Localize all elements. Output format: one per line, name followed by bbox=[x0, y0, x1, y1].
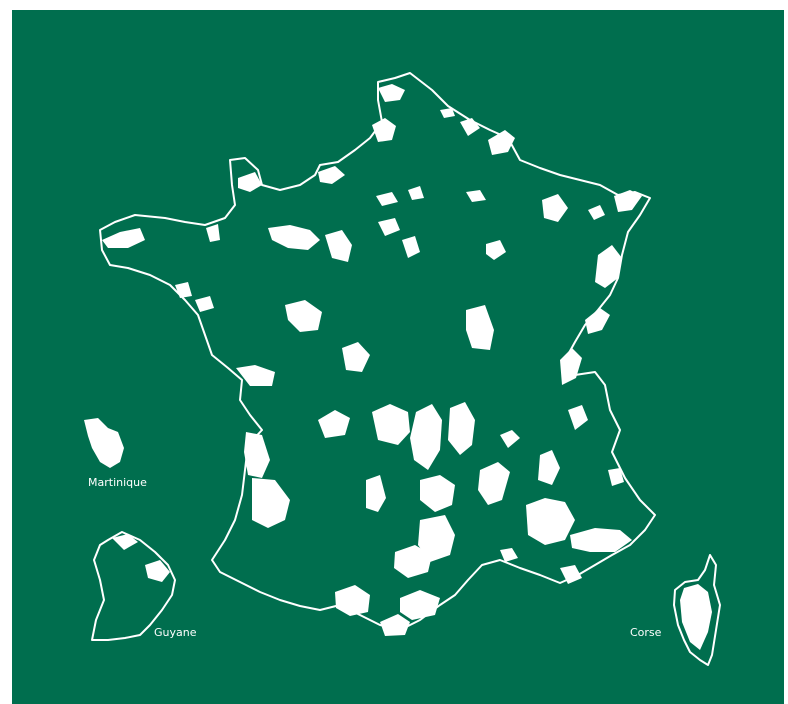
zone-bretagne-2 bbox=[206, 224, 220, 242]
zone-alpes-2 bbox=[538, 450, 560, 485]
zone-idf-4 bbox=[402, 236, 420, 258]
zone-idf-3 bbox=[378, 218, 400, 236]
zone-gironde bbox=[252, 478, 290, 528]
zone-languedoc-1 bbox=[418, 515, 455, 562]
zone-vendee bbox=[236, 365, 275, 386]
zone-nord-1 bbox=[378, 84, 405, 102]
martinique-island bbox=[84, 418, 124, 468]
corse-outline bbox=[673, 554, 721, 666]
zone-bretagne-3 bbox=[175, 282, 192, 298]
zone-jura-2 bbox=[560, 348, 582, 385]
zone-normandie-2 bbox=[318, 166, 345, 184]
zone-provence-1 bbox=[526, 498, 575, 545]
label-guyane: Guyane bbox=[154, 626, 197, 639]
zone-lorraine-1 bbox=[542, 194, 568, 222]
guyane-zone-2 bbox=[145, 560, 170, 582]
zone-vaucluse bbox=[608, 468, 624, 486]
zone-gard bbox=[500, 548, 518, 562]
mainland-zones bbox=[102, 84, 642, 636]
zone-limousin-2 bbox=[372, 404, 410, 445]
label-martinique: Martinique bbox=[88, 476, 147, 489]
zone-landes bbox=[244, 432, 270, 478]
zone-nord-5 bbox=[488, 130, 515, 155]
zone-idf-1 bbox=[376, 192, 398, 206]
corse-zone bbox=[680, 584, 712, 650]
zone-dordogne bbox=[366, 475, 386, 512]
zone-var bbox=[560, 565, 582, 584]
guyane-outline bbox=[91, 531, 176, 641]
zone-nord-3 bbox=[440, 108, 455, 118]
zone-centre-1 bbox=[342, 342, 370, 372]
territory-map bbox=[84, 72, 721, 666]
zone-pyrenees-1 bbox=[335, 585, 370, 616]
zone-languedoc-2 bbox=[394, 545, 432, 578]
zone-alsace bbox=[614, 190, 642, 212]
map-panel: Martinique Guyane Corse bbox=[12, 10, 784, 704]
zone-pyrenees-3 bbox=[400, 590, 440, 620]
zone-normandie-1 bbox=[238, 172, 262, 192]
zone-loire-2 bbox=[325, 230, 352, 262]
zone-champagne-1 bbox=[466, 190, 486, 202]
zone-bretagne-4 bbox=[195, 296, 214, 312]
label-corse: Corse bbox=[630, 626, 662, 639]
zone-nord-4 bbox=[460, 118, 480, 136]
zone-lorraine-2 bbox=[588, 205, 605, 220]
zone-bourgogne bbox=[466, 305, 494, 350]
zone-auvergne-2 bbox=[448, 402, 475, 455]
zone-idf-2 bbox=[408, 186, 424, 200]
zone-champagne-2 bbox=[486, 240, 506, 260]
zone-jura-1 bbox=[585, 308, 610, 334]
zone-limousin-1 bbox=[318, 410, 350, 438]
zone-vosges bbox=[595, 245, 622, 288]
zone-loire-1 bbox=[268, 225, 320, 250]
zone-provence-2 bbox=[570, 528, 632, 552]
zone-alpes-1 bbox=[568, 405, 588, 430]
zone-bretagne-1 bbox=[102, 228, 145, 248]
zone-nord-2 bbox=[372, 118, 396, 142]
zone-anjou bbox=[285, 300, 322, 332]
zone-auvergne-1 bbox=[410, 404, 442, 470]
zone-cevennes-1 bbox=[420, 475, 455, 512]
zone-pyrenees-2 bbox=[380, 614, 410, 636]
guyane-zone-1 bbox=[112, 534, 138, 550]
zone-cevennes-2 bbox=[478, 462, 510, 505]
zone-rhone-1 bbox=[500, 430, 520, 448]
